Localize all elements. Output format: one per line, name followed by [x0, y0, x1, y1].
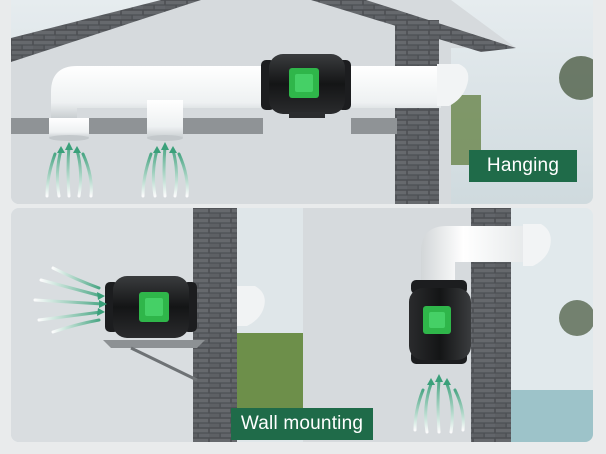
hanging-illustration	[11, 0, 593, 204]
inline-fan-icon	[261, 54, 351, 118]
hanging-panel: Hanging	[11, 0, 593, 204]
wall-mounting-illustration	[11, 208, 593, 442]
airflow-bottom-arrows-icon	[413, 378, 465, 434]
wall-mounting-label: Wall mounting	[231, 408, 373, 440]
hanging-label: Hanging	[469, 150, 577, 182]
wall-mounting-panel: Wall mounting	[11, 208, 593, 442]
wall-fan-right-icon	[409, 280, 471, 364]
airflow-left-arrows-icon	[33, 266, 105, 334]
wall-fan-left-icon	[105, 276, 197, 338]
airflow-arrows-icon	[45, 144, 189, 198]
